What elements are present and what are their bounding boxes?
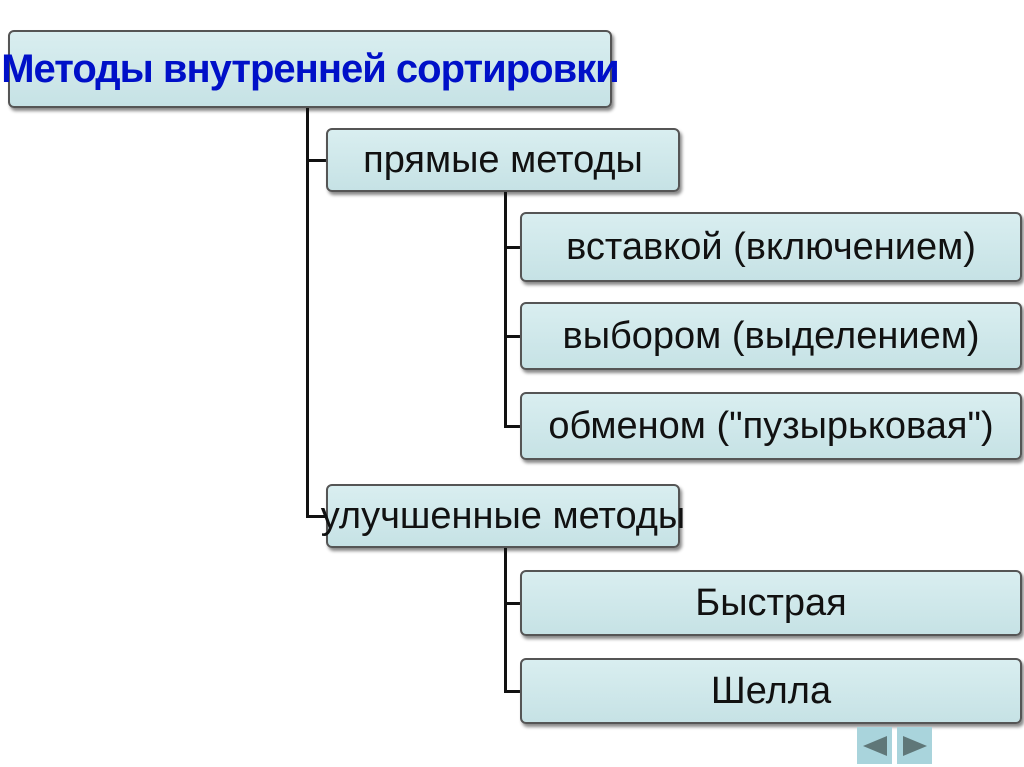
- connector: [504, 335, 522, 338]
- group-node-direct: прямые методы: [326, 128, 680, 192]
- connector: [306, 515, 328, 518]
- connector: [504, 192, 507, 428]
- root-node: Методы внутренней сортировки: [1, 30, 620, 108]
- next-slide-button[interactable]: [897, 727, 932, 764]
- leaf-node: Быстрая: [520, 570, 1022, 636]
- connector: [504, 425, 522, 428]
- connector: [306, 159, 328, 162]
- prev-slide-button[interactable]: [857, 727, 892, 764]
- connector: [504, 246, 522, 249]
- triangle-right-icon: [902, 735, 927, 756]
- leaf-node: вставкой (включением): [520, 212, 1022, 282]
- connector: [504, 690, 522, 693]
- leaf-label: вставкой (включением): [566, 225, 976, 268]
- leaf-node: обменом ("пузырьковая"): [520, 392, 1022, 460]
- leaf-label: выбором (выделением): [562, 314, 980, 357]
- connector: [504, 602, 522, 605]
- leaf-label: Быстрая: [695, 581, 847, 624]
- group-label: улучшенные методы: [320, 494, 686, 537]
- leaf-label: обменом ("пузырьковая"): [548, 404, 994, 447]
- leaf-node: Шелла: [520, 658, 1022, 724]
- group-node-improved: улучшенные методы: [321, 484, 685, 548]
- connector: [306, 108, 309, 518]
- connector: [504, 548, 507, 693]
- group-label: прямые методы: [363, 138, 643, 181]
- root-label: Методы внутренней сортировки: [1, 46, 620, 91]
- triangle-left-icon: [862, 735, 887, 756]
- leaf-node: выбором (выделением): [520, 302, 1022, 370]
- leaf-label: Шелла: [710, 669, 832, 712]
